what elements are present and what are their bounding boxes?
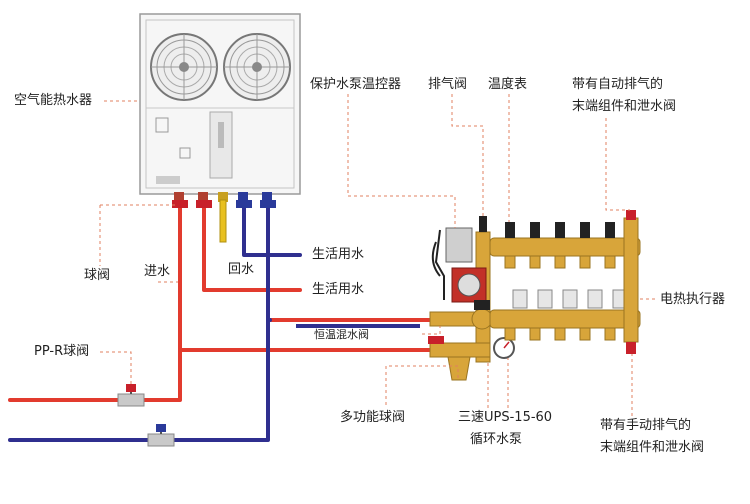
label-manual-vent-end-2: 末端组件和泄水阀 [600,440,705,455]
cold-pipes [8,200,302,442]
end-components [623,210,639,354]
manifold-top [489,222,641,269]
label-thermometer: 温度表 [488,77,528,92]
label-heat-pump: 空气能热水器 [14,93,93,108]
leader-lines [99,94,658,416]
label-pump-thermostat: 保护水泵温控器 [310,77,402,92]
label-air-vent: 排气阀 [428,77,468,92]
ppr-ball-valve-blue-icon [147,424,175,447]
label-electric-actuator: 电热执行器 [660,292,726,307]
ppr-ball-valve-red-icon [117,384,145,407]
label-domestic-water-2: 生活用水 [312,282,365,297]
label-pump-model-1: 三速UPS-15-60 [458,410,553,425]
label-domestic-water-1: 生活用水 [312,247,365,262]
label-pump-model-2: 循环水泵 [470,432,523,447]
label-auto-vent-end-2: 末端组件和泄水阀 [572,99,677,114]
label-thermostatic-mixing-valve: 恒温混水阀 [314,328,369,341]
heat-pump-unit [139,13,301,202]
fan-right-icon [223,33,291,101]
label-multi-ball-valve: 多功能球阀 [340,410,406,425]
label-ball-valve: 球阀 [84,268,111,283]
label-ppr-ball-valve: PP-R球阀 [34,344,90,359]
unit-valves [172,200,276,208]
manifold-bottom [489,289,641,341]
label-manual-vent-end-1: 带有手动排气的 [600,418,692,433]
label-water-return: 回水 [228,262,255,277]
fan-left-icon [150,33,218,101]
label-auto-vent-end-1: 带有自动排气的 [572,77,664,92]
label-water-in: 进水 [144,264,171,279]
yellow-pipe [219,199,227,243]
pump-assembly [428,216,515,381]
